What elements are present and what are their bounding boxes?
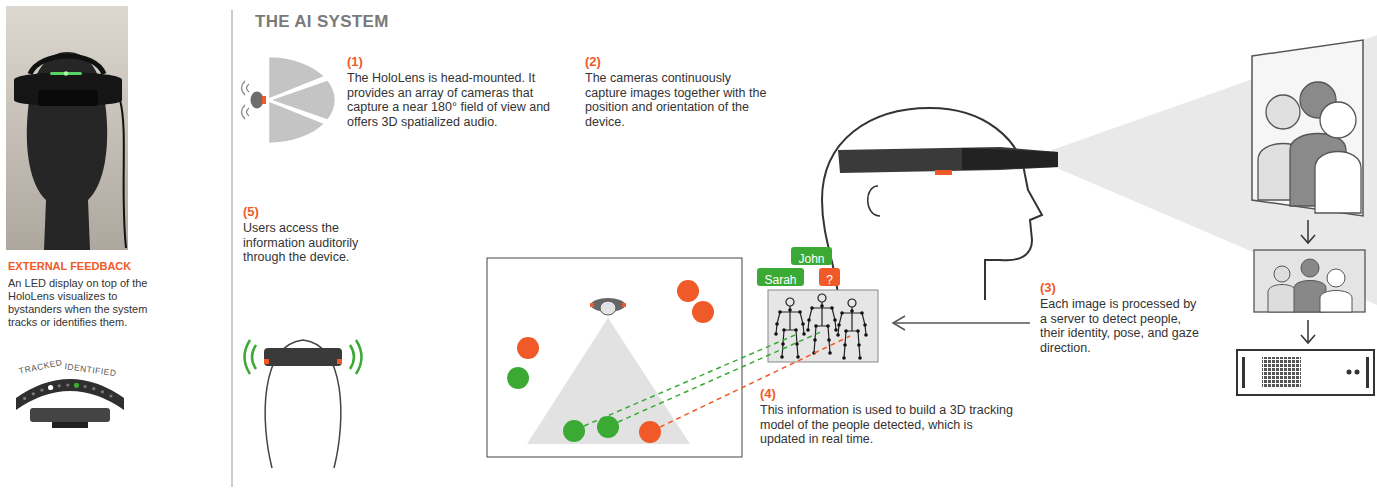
step-description: This information is used to build a 3D t… (760, 403, 1015, 447)
panel-divider (232, 10, 233, 487)
device-base (52, 422, 88, 428)
headset-visor (38, 90, 98, 106)
device-body (30, 408, 110, 422)
step-description: The cameras continuously capture images … (585, 71, 767, 129)
unknown-identity-tag: ? (819, 268, 840, 286)
captured-image (1254, 250, 1365, 312)
field-of-view (527, 318, 690, 444)
tracking-model-frame (487, 258, 742, 457)
hololens-band (264, 348, 342, 366)
headset-cable (120, 100, 126, 248)
identified-person (563, 420, 585, 442)
fov-segment (268, 100, 326, 144)
flow-arrow (1307, 220, 1309, 242)
identity-tag: John (791, 247, 832, 265)
led-state-label: IDENTIFIED (64, 361, 117, 378)
person-silhouette (1315, 152, 1361, 214)
user-head-icon (251, 92, 264, 109)
step-description: The HoloLens is head-mounted. It provide… (347, 71, 575, 129)
person-silhouette (1320, 102, 1356, 138)
mini-person (1301, 259, 1319, 277)
pose-image (768, 290, 878, 362)
device-marker (590, 303, 594, 307)
hololens-visor (962, 148, 1058, 170)
identity-name: ? (826, 273, 833, 287)
identity-name: John (798, 252, 824, 266)
pose-skeleton (774, 298, 806, 359)
device-marker (622, 303, 626, 307)
headset-strap (30, 56, 104, 74)
user-head-icon (600, 301, 616, 315)
flow-arrow (1307, 320, 1309, 342)
hololens-band (838, 147, 1058, 173)
headset-band (14, 73, 122, 107)
device-front-icon (262, 96, 266, 104)
hololens-marker (935, 170, 952, 175)
speaker-marker (337, 359, 342, 364)
audio-waves (350, 340, 362, 374)
server-rail (1242, 357, 1245, 388)
mini-person (1268, 285, 1296, 313)
person-silhouette (1266, 95, 1300, 129)
flow-arrowhead (893, 316, 905, 330)
led-arc (16, 379, 124, 410)
callout-number: (2) (585, 54, 601, 69)
identified-person (597, 416, 619, 438)
identity-tag: Sarah (757, 268, 804, 286)
section-title: THE AI SYSTEM (255, 12, 389, 32)
mini-person (1274, 266, 1290, 282)
panel-heading: EXTERNAL FEEDBACK (8, 260, 131, 272)
led-state-label: TRACKED (18, 357, 63, 376)
led-glow (64, 71, 68, 75)
server-light (1355, 370, 1360, 375)
server (1237, 350, 1374, 395)
scene-frame (1252, 40, 1363, 216)
mini-person (1320, 291, 1352, 313)
flow-arrowhead (1301, 235, 1315, 243)
unidentified-person (517, 337, 539, 359)
audio-waves (245, 340, 257, 374)
callout-number: (4) (760, 386, 776, 401)
led-dots (23, 383, 113, 400)
flow-arrowhead (1301, 335, 1315, 343)
unidentified-person (692, 301, 714, 323)
identified-person (507, 367, 529, 389)
unidentified-person (639, 421, 661, 443)
server-rail (1366, 357, 1369, 388)
callout-number: (5) (243, 204, 259, 219)
panel-description: An LED display on top of the HoloLens vi… (8, 277, 148, 329)
callout-number: (3) (1040, 280, 1056, 295)
server-grille (1262, 357, 1301, 388)
pose-skeleton (836, 299, 868, 360)
server-light (1347, 370, 1352, 375)
tracked-led (48, 385, 53, 390)
identity-name: Sarah (764, 273, 796, 287)
step-description: Each image is processed by a server to d… (1040, 297, 1205, 355)
photo-background (6, 6, 128, 250)
led-strip (50, 72, 82, 75)
audio-waves (242, 81, 250, 119)
mini-person (1327, 269, 1345, 287)
identified-led (74, 383, 79, 388)
user-head-profile (822, 108, 1042, 300)
ear (868, 186, 880, 216)
flow-arrow (894, 322, 1030, 324)
step-description: Users access the information auditorily … (243, 221, 388, 265)
pose-skeleton (806, 294, 838, 355)
speaker-marker (264, 359, 269, 364)
callout-number: (1) (347, 54, 363, 69)
unidentified-person (677, 280, 699, 302)
